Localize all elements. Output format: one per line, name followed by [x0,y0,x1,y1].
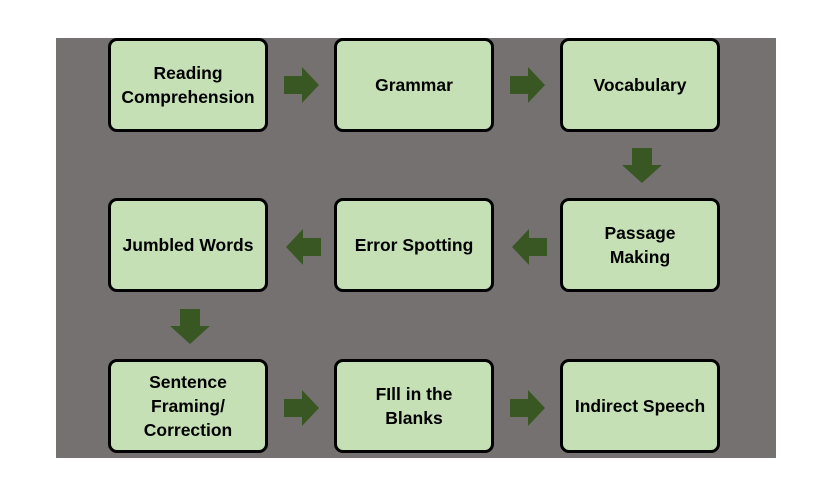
arrow-down-icon [622,148,662,183]
box-jumbled-words: Jumbled Words [108,198,268,292]
arrow-down-icon [170,309,210,344]
box-vocabulary: Vocabulary [560,38,720,132]
arrow-right-icon [284,67,319,103]
arrow-right-icon [510,390,545,426]
arrow-left-icon [286,229,321,265]
box-error-spotting: Error Spotting [334,198,494,292]
box-grammar: Grammar [334,38,494,132]
box-sentence-framing-correction: Sentence Framing/ Correction [108,359,268,453]
box-fill-in-the-blanks: FIll in the Blanks [334,359,494,453]
box-passage-making: Passage Making [560,198,720,292]
arrow-right-icon [510,67,545,103]
box-reading-comprehension: Reading Comprehension [108,38,268,132]
arrow-right-icon [284,390,319,426]
box-indirect-speech: Indirect Speech [560,359,720,453]
arrow-left-icon [512,229,547,265]
